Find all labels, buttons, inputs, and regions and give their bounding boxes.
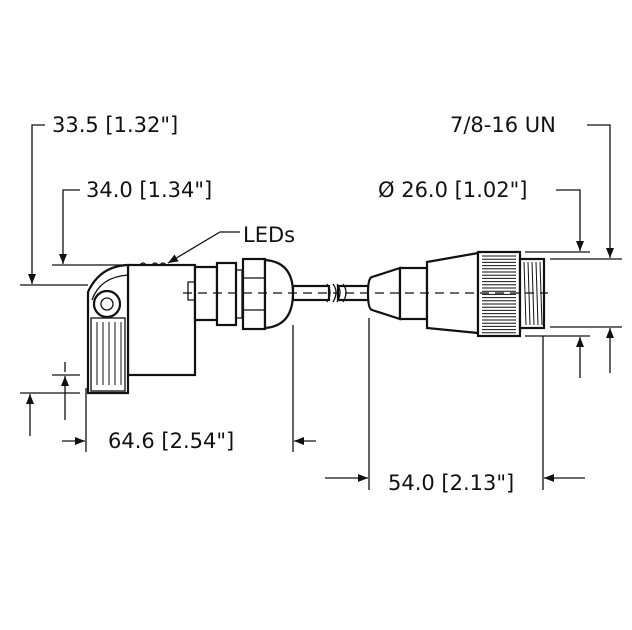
dim-right-length-label: 54.0 [2.13"]: [388, 471, 514, 495]
dim-thread-label: 7/8-16 UN: [450, 113, 556, 137]
angled-connector: [86, 257, 345, 395]
dim-top-left-label: 33.5 [1.32"]: [52, 113, 178, 137]
dim-left-length-label: 64.6 [2.54"]: [108, 429, 234, 453]
led-bumps: [139, 262, 167, 266]
dim-upper-left-label: 34.0 [1.34"]: [86, 178, 212, 202]
leds-label: LEDs: [243, 223, 295, 247]
thread-line: [535, 261, 539, 326]
grip-ribs: [90, 317, 126, 392]
right-dimension-lines: [325, 124, 622, 490]
dim-diameter-label: Ø 26.0 [1.02"]: [378, 178, 527, 202]
left-dimension-lines: [20, 124, 316, 452]
straight-connector: [336, 250, 548, 338]
screw-icon: [92, 289, 122, 319]
